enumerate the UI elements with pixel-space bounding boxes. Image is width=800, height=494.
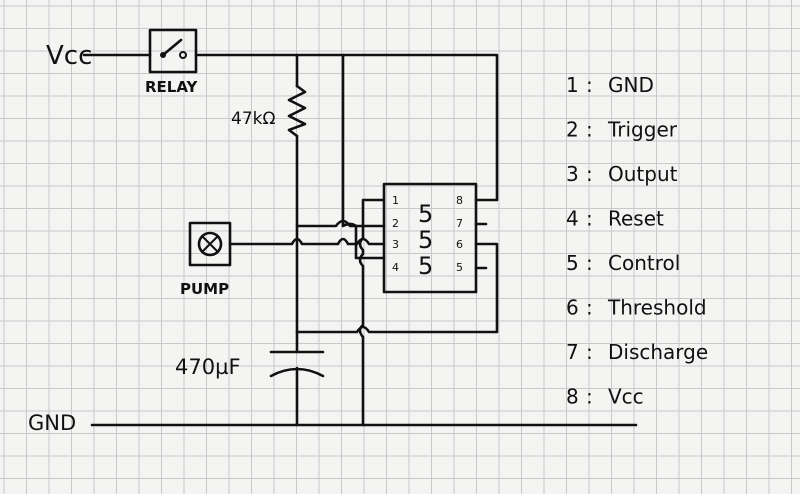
trigger-wire	[295, 219, 386, 228]
legend-colon: :	[586, 296, 593, 320]
threshold-discharge-loop	[295, 242, 499, 334]
legend-pin-name: Vcc	[608, 385, 644, 409]
legend-pin-number: 5	[566, 251, 579, 275]
legend-pin-number: 8	[566, 385, 579, 409]
pin-number-right: 5	[456, 261, 463, 274]
legend-pin-number: 2	[566, 118, 579, 142]
pin-number-left: 3	[392, 238, 399, 251]
vcc-rail	[82, 53, 499, 202]
pin-number-right: 7	[456, 217, 463, 230]
ic-555-pin-numbers: 1 2 3 4 8 7 6 5	[392, 194, 463, 274]
legend-pin-name: Output	[608, 162, 678, 186]
legend-pin-number: 6	[566, 296, 579, 320]
legend-pin-name: Control	[608, 251, 680, 275]
gnd-label: GND	[28, 411, 76, 435]
legend-colon: :	[586, 73, 593, 97]
pin-number-right: 6	[456, 238, 463, 251]
pin-number-left: 4	[392, 261, 399, 274]
legend-colon: :	[586, 340, 593, 364]
legend-colon: :	[586, 251, 593, 275]
ic-555-digit: 5	[418, 252, 433, 280]
capacitor-label: 470µF	[175, 355, 241, 379]
resistor-label: 47kΩ	[231, 109, 275, 129]
legend-colon: :	[586, 385, 593, 409]
pump-label: PUMP	[180, 280, 229, 298]
ground-pin1-wire	[358, 198, 386, 427]
pump-symbol	[188, 221, 232, 267]
legend-pin-number: 7	[566, 340, 579, 364]
legend-pin-name: Discharge	[608, 340, 708, 364]
pin-number-right: 8	[456, 194, 463, 207]
legend-colon: :	[586, 207, 593, 231]
resistor-47k	[287, 84, 307, 138]
ic-555-body	[382, 182, 478, 294]
ic-555-digits: 555	[418, 200, 433, 280]
relay-label: RELAY	[145, 78, 199, 96]
pin-number-left: 1	[392, 194, 399, 207]
legend-pin-name: Threshold	[607, 296, 707, 320]
pin-legend: 1: GND 2: Trigger 3: Output 4: Reset 5: Control 6:…	[566, 73, 708, 409]
legend-pin-name: Reset	[608, 207, 664, 231]
pin-number-left: 2	[392, 217, 399, 230]
legend-pin-number: 1	[566, 73, 579, 97]
legend-pin-number: 4	[566, 207, 579, 231]
legend-pin-name: Trigger	[607, 118, 678, 142]
ic-555-digit: 5	[418, 226, 433, 254]
legend-colon: :	[586, 118, 593, 142]
ic-555-digit: 5	[418, 200, 433, 228]
legend-colon: :	[586, 162, 593, 186]
legend-pin-name: GND	[608, 73, 654, 97]
legend-pin-number: 3	[566, 162, 579, 186]
output-pump-wire	[228, 237, 386, 246]
relay-symbol	[148, 28, 198, 74]
